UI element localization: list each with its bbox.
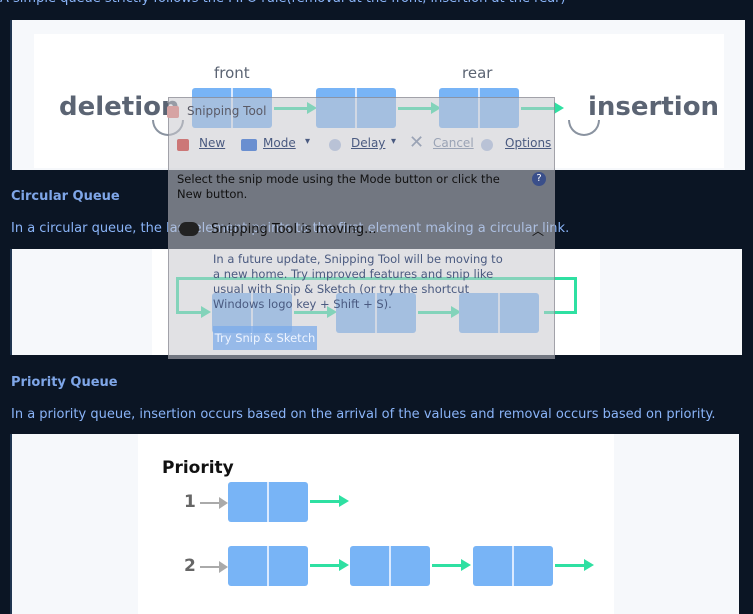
snip-help-text: Select the snip mode using the Mode butt… [177,172,500,201]
link-arrow [432,559,471,571]
front-label: front [214,64,250,82]
cancel-x-icon: ✕ [409,132,425,153]
intro-text: A simple queue strictly follows the FIFO… [0,0,753,9]
help-question-icon[interactable]: ? [532,172,546,186]
insertion-label: insertion [588,92,720,122]
priority-queue-description: In a priority queue, insertion occurs ba… [11,407,716,422]
snip-note-title: Snipping Tool is moving... [211,222,377,237]
circular-link-right [574,277,577,313]
deletion-label: deletion [59,92,180,122]
priority-level-2: 2 [184,556,196,576]
priority-entry-arrow [200,497,228,509]
priority-queue-panel: Priority 1 2 [10,434,739,614]
delay-dropdown-icon[interactable]: ▾ [391,136,397,147]
scissors-icon [167,106,179,118]
snip-note-text: In a future update, Snipping Tool will b… [213,252,503,311]
priority-entry-arrow [200,561,228,573]
queue-node [228,546,308,586]
try-snip-sketch-button[interactable]: Try Snip & Sketch [213,326,317,350]
priority-diagram-title: Priority [162,458,234,478]
delay-clock-icon [329,139,341,151]
snipping-tool-window[interactable]: Snipping Tool New Mode ▾ Delay ▾ ✕ Cance… [167,97,555,359]
rear-label: rear [462,64,493,82]
link-arrow [310,559,349,571]
circular-link-bottom-right [544,311,577,314]
queue-node [350,546,430,586]
delay-button[interactable]: Delay [351,136,386,150]
priority-level-1: 1 [184,492,196,512]
link-arrow [310,495,349,507]
queue-node [473,546,553,586]
queue-node [228,482,308,522]
link-arrow [555,559,594,571]
priority-queue-heading: Priority Queue [11,375,118,390]
collapse-chevron-icon[interactable]: ︿ [531,224,544,238]
mode-dropdown-icon[interactable]: ▾ [305,136,311,147]
options-gear-icon [481,139,493,151]
snipping-tool-title: Snipping Tool [187,104,267,118]
mode-button[interactable]: Mode [263,136,296,150]
cancel-button[interactable]: Cancel [433,136,474,150]
mode-icon [241,139,257,151]
new-snip-icon [177,139,189,151]
options-button[interactable]: Options [505,136,552,150]
note-info-icon [179,222,199,236]
new-button[interactable]: New [199,136,226,150]
circular-queue-heading: Circular Queue [11,189,120,204]
